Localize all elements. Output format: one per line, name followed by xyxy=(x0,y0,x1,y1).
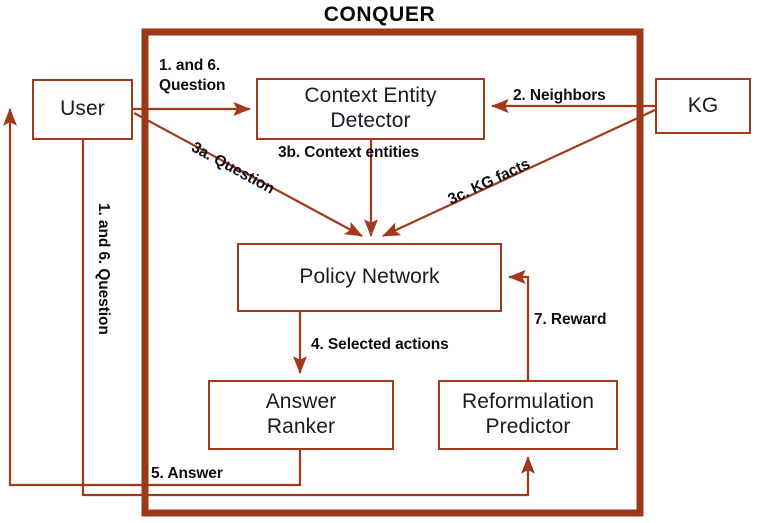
page-title: CONQUER xyxy=(323,3,436,26)
edge-label-neighbors-2: 2. Neighbors xyxy=(513,87,606,104)
edge-label-question-1-6-vertical: 1. and 6. Question xyxy=(95,203,112,335)
node-user-label-0: User xyxy=(60,97,105,121)
edge-answer-to-user xyxy=(2,108,302,487)
conquer-frame xyxy=(141,28,644,517)
node-reformulation-predictor-label-0: Reformulation xyxy=(461,390,595,414)
node-kg[interactable]: KG xyxy=(655,78,751,134)
node-answer-ranker-label-1: Ranker xyxy=(266,415,336,438)
node-context-entity-detector[interactable]: Context Entity Detector xyxy=(256,78,485,140)
node-policy-network-label-0: Policy Network xyxy=(299,265,440,289)
edge-reward-to-policy xyxy=(508,269,530,380)
edge-label-question-1-6-top: 1. and 6. Question xyxy=(159,57,226,94)
edge-label-answer-5: 5. Answer xyxy=(151,465,223,482)
edge-label-context-entities-3b: 3b. Context entities xyxy=(278,144,419,161)
node-answer-ranker-label-0: Answer xyxy=(265,390,337,414)
edge-label-reward-7: 7. Reward xyxy=(534,311,607,328)
node-reformulation-predictor[interactable]: Reformulation Predictor xyxy=(438,380,618,450)
node-answer-ranker[interactable]: Answer Ranker xyxy=(208,380,394,450)
node-context-entity-detector-label-1: Detector xyxy=(330,109,411,132)
edge-kg-to-policy xyxy=(382,109,656,237)
node-policy-network[interactable]: Policy Network xyxy=(237,243,502,312)
edge-user-to-reformulation xyxy=(81,140,536,497)
edge-user-to-policy xyxy=(133,112,363,237)
edge-label-selected-actions-4: 4. Selected actions xyxy=(311,336,449,353)
node-kg-label-0: KG xyxy=(687,93,719,117)
node-reformulation-predictor-label-1: Predictor xyxy=(485,415,571,438)
node-user[interactable]: User xyxy=(32,79,133,140)
node-context-entity-detector-label-0: Context Entity xyxy=(304,84,437,108)
